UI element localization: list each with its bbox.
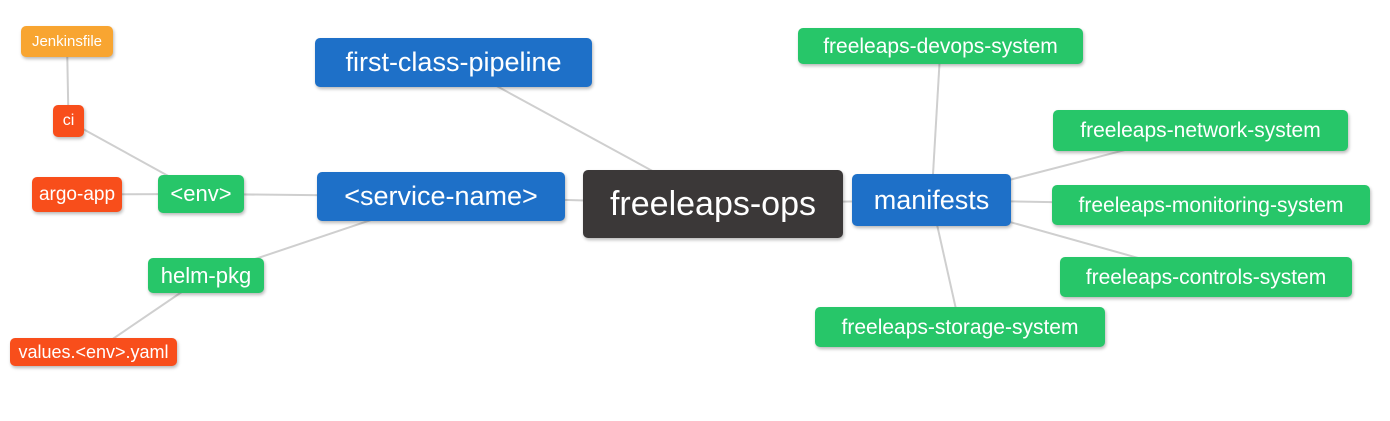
- node-storage_system[interactable]: freeleaps-storage-system: [815, 307, 1105, 347]
- node-env[interactable]: <env>: [158, 175, 244, 213]
- node-network_system[interactable]: freeleaps-network-system: [1053, 110, 1348, 151]
- node-first_class_pipeline[interactable]: first-class-pipeline: [315, 38, 592, 87]
- node-service_name[interactable]: <service-name>: [317, 172, 565, 221]
- node-helm_pkg[interactable]: helm-pkg: [148, 258, 264, 293]
- node-devops_system[interactable]: freeleaps-devops-system: [798, 28, 1083, 64]
- node-argo_app[interactable]: argo-app: [32, 177, 122, 212]
- node-jenkinsfile[interactable]: Jenkinsfile: [21, 26, 113, 57]
- node-ci[interactable]: ci: [53, 105, 84, 137]
- node-monitoring_system[interactable]: freeleaps-monitoring-system: [1052, 185, 1370, 225]
- node-freeleaps_ops[interactable]: freeleaps-ops: [583, 170, 843, 238]
- node-manifests[interactable]: manifests: [852, 174, 1011, 226]
- node-values_env_yaml[interactable]: values.<env>.yaml: [10, 338, 177, 366]
- node-controls_system[interactable]: freeleaps-controls-system: [1060, 257, 1352, 297]
